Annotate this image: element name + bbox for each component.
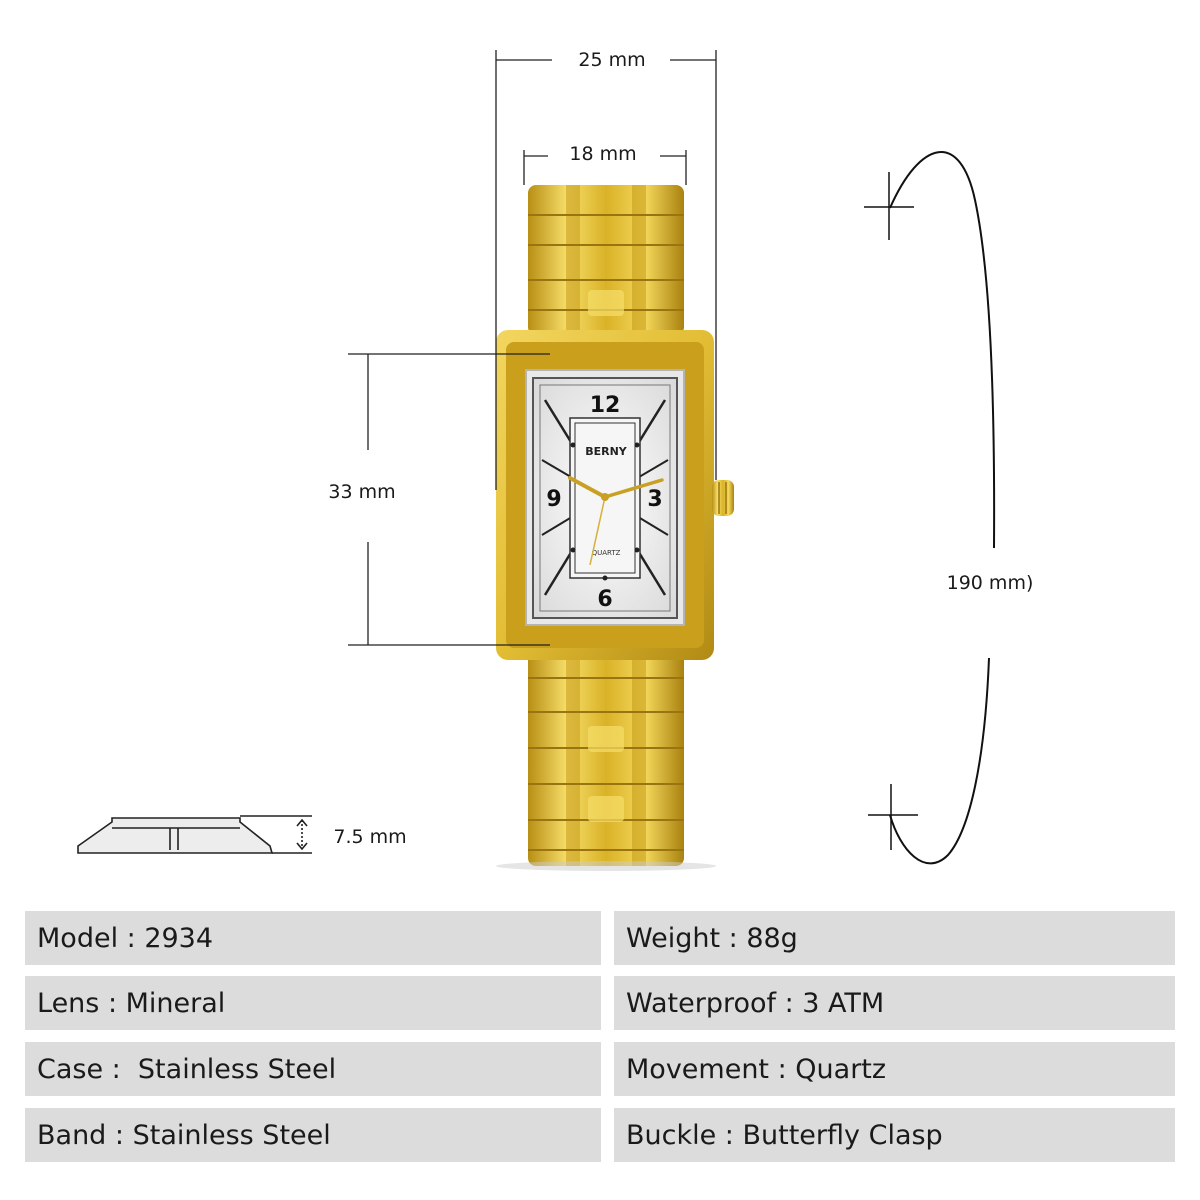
width-inner-label: 18 mm	[569, 143, 636, 165]
spec-model: Model : 2934	[25, 911, 601, 965]
numeral-three: 3	[647, 487, 662, 512]
dimension-height	[348, 353, 550, 646]
minute-hand	[603, 478, 664, 499]
dimension-width-outer	[495, 50, 717, 490]
watch-dial: 12 3 6 9 BERNY QUARTZ	[525, 369, 685, 626]
bracelet-top	[528, 185, 684, 335]
dial-brand: BERNY	[585, 445, 628, 458]
dimension-width-inner	[523, 150, 687, 185]
side-profile-icon	[77, 815, 312, 854]
thickness-label: 7.5 mm	[333, 826, 406, 848]
numeral-twelve: 12	[590, 393, 621, 418]
spec-case: Case : Stainless Steel	[25, 1042, 601, 1096]
numeral-six: 6	[597, 587, 612, 612]
width-outer-label: 25 mm	[578, 49, 645, 71]
bracelet-bottom	[496, 650, 716, 871]
spec-movement: Movement : Quartz	[614, 1042, 1175, 1096]
product-illustration: 12 3 6 9 BERNY QUARTZ 25 mm 18 mm 33 mm	[77, 49, 1034, 871]
spec-weight: Weight : 88g	[614, 911, 1175, 965]
second-hand	[589, 496, 606, 566]
dimension-strap-length	[864, 151, 996, 865]
height-label: 33 mm	[328, 481, 395, 503]
hour-hand	[568, 476, 607, 499]
spec-buckle: Buckle : Butterfly Clasp	[614, 1108, 1175, 1162]
dial-subtitle: QUARTZ	[592, 549, 621, 557]
spec-lens: Lens : Mineral	[25, 976, 601, 1030]
spec-waterproof: Waterproof : 3 ATM	[614, 976, 1175, 1030]
numeral-nine: 9	[546, 487, 561, 512]
spec-band: Band : Stainless Steel	[25, 1108, 601, 1162]
strap-length-label: 190 mm)	[947, 572, 1034, 594]
crown	[712, 480, 734, 516]
